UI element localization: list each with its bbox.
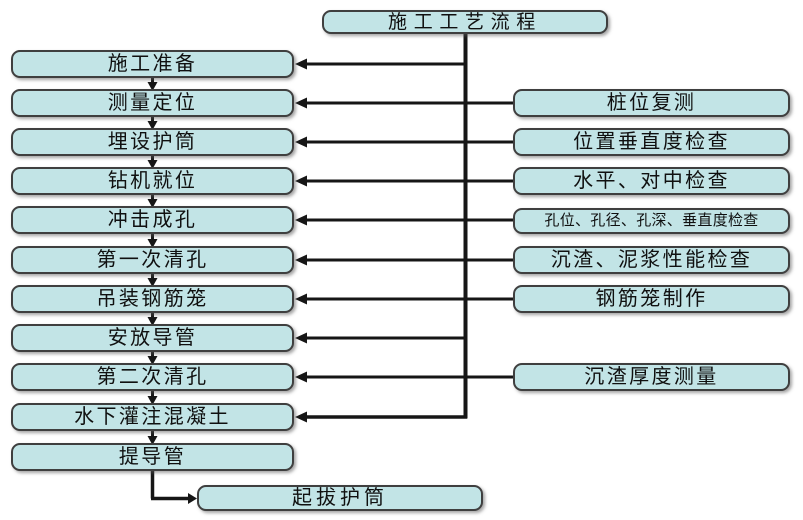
node-step-survey-positioning: 测量定位: [11, 89, 294, 117]
node-step-place-tremie-pipe: 安放导管: [11, 324, 294, 352]
node-step-rig-in-place: 钻机就位: [11, 167, 294, 195]
arrow-row8-head: [295, 332, 307, 344]
node-step-hoist-rebar-cage: 吊装钢筋笼: [11, 285, 294, 313]
arrow-row9-head: [295, 371, 307, 383]
node-step-percussion-drilling: 冲击成孔: [11, 206, 294, 234]
downarrow-8-head: [147, 356, 158, 365]
node-check-pile-position-resurvey: 桩位复测: [513, 89, 790, 117]
node-check-position-verticality: 位置垂直度检查: [513, 128, 790, 156]
node-step-bury-casing: 埋设护筒: [11, 128, 294, 156]
arrow-row7-head: [295, 293, 307, 305]
node-step-first-hole-cleaning: 第一次清孔: [11, 246, 294, 274]
downarrow-2-head: [147, 121, 158, 130]
arrow-row4-head: [295, 175, 307, 187]
node-step-construction-preparation: 施工准备: [11, 50, 294, 78]
node-check-rebar-cage-fabrication: 钢筋笼制作: [513, 285, 790, 313]
elbow-arrow-head: [188, 493, 197, 504]
downarrow-6-head: [147, 278, 158, 287]
node-check-hole-dimensions-verticality: 孔位、孔径、孔深、垂直度检查: [513, 208, 790, 234]
node-step-underwater-concrete-pour: 水下灌注混凝土: [11, 403, 294, 431]
downarrow-10-head: [147, 436, 158, 445]
node-step-extract-casing: 起拔护筒: [197, 485, 483, 511]
node-check-sediment-thickness: 沉渣厚度测量: [513, 363, 790, 391]
node-step-second-hole-cleaning: 第二次清孔: [11, 363, 294, 391]
downarrow-7-head: [147, 317, 158, 326]
arrow-row3-head: [295, 136, 307, 148]
node-process-title: 施工工艺流程: [322, 10, 608, 34]
arrow-row1-head: [295, 58, 307, 70]
arrow-row6-head: [295, 254, 307, 266]
downarrow-5-head: [147, 239, 158, 248]
arrow-row5-head: [295, 214, 307, 226]
node-step-lift-tremie-pipe: 提导管: [11, 443, 294, 471]
downarrow-3-head: [147, 160, 158, 169]
downarrow-4-head: [147, 199, 158, 208]
arrow-row2-head: [295, 97, 307, 109]
node-check-sediment-slurry-performance: 沉渣、泥浆性能检查: [513, 246, 790, 274]
downarrow-9-head: [147, 396, 158, 405]
node-check-level-centering: 水平、对中检查: [513, 167, 790, 195]
connector-group: [147, 33, 514, 504]
arrow-row10-head: [295, 411, 307, 423]
downarrow-1-head: [147, 82, 158, 91]
